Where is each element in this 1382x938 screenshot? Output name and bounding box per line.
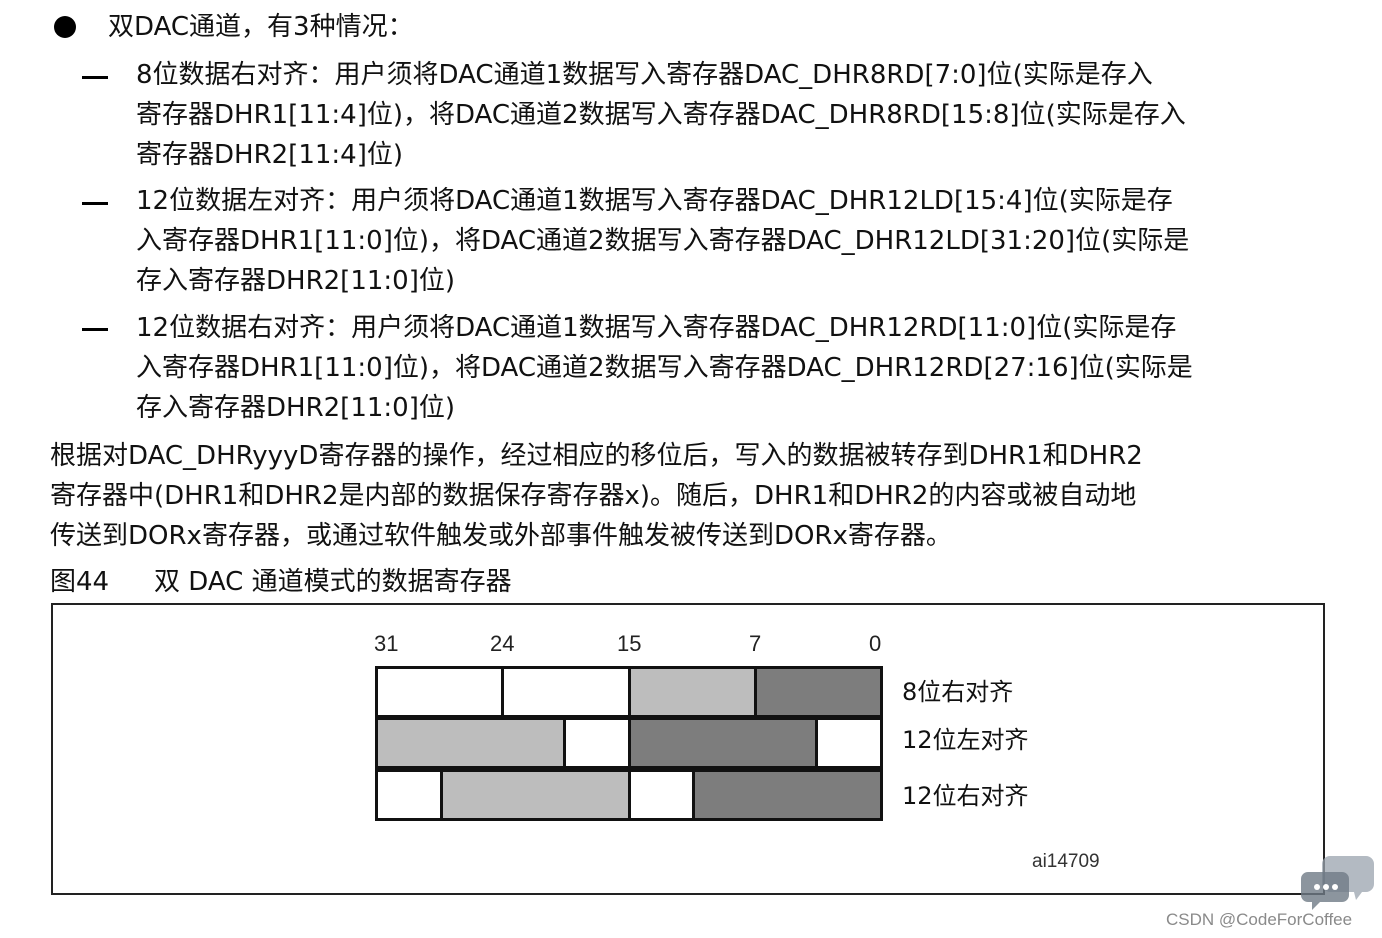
register-segment-dark xyxy=(756,669,880,715)
register-segment-white xyxy=(504,669,631,715)
paragraph-line: 根据对DAC_DHRyyyD寄存器的操作，经过相应的移位后，写入的数据被转存到D… xyxy=(50,441,1143,471)
paragraph-line: 传送到DORx寄存器，或通过软件触发或外部事件触发被传送到DORx寄存器。 xyxy=(50,521,952,551)
bit-label-0: 0 xyxy=(869,631,882,656)
list-item-12bit-left: 12位数据左对齐：用户须将DAC通道1数据写入寄存器DAC_DHR12LD[15… xyxy=(136,181,1336,301)
row-label-12bit-right: 12位右对齐 xyxy=(902,782,1029,810)
register-segment-light xyxy=(630,669,757,715)
register-segment-light xyxy=(442,772,631,818)
figure-caption: 图44 双 DAC 通道模式的数据寄存器 xyxy=(50,564,512,600)
bit-label-7: 7 xyxy=(749,631,762,656)
list-item-line: 12位数据左对齐：用户须将DAC通道1数据写入寄存器DAC_DHR12LD[15… xyxy=(136,186,1173,216)
bit-label-24: 24 xyxy=(490,631,515,656)
register-segment-dark xyxy=(695,772,880,818)
row-label-8bit-right: 8位右对齐 xyxy=(902,678,1014,706)
figure-id: ai14709 xyxy=(1032,851,1100,872)
row-label-12bit-left: 12位左对齐 xyxy=(902,726,1029,754)
register-row-12bit-right xyxy=(375,769,883,821)
bullet-dot-icon xyxy=(54,16,76,38)
list-item-12bit-right: 12位数据右对齐：用户须将DAC通道1数据写入寄存器DAC_DHR12RD[11… xyxy=(136,308,1336,428)
chat-bubble-icon xyxy=(1300,852,1376,916)
dash-bullet-icon xyxy=(82,76,108,79)
body-paragraph: 根据对DAC_DHRyyyD寄存器的操作，经过相应的移位后，写入的数据被转存到D… xyxy=(50,436,1340,556)
dash-bullet-icon xyxy=(82,202,108,205)
list-item-line: 12位数据右对齐：用户须将DAC通道1数据写入寄存器DAC_DHR12RD[11… xyxy=(136,313,1177,343)
watermark-text: CSDN @CodeForCoffee xyxy=(1166,910,1353,929)
list-item-line: 存入寄存器DHR2[11:0]位) xyxy=(136,266,455,296)
register-row-8bit-right xyxy=(375,666,883,718)
list-item-line: 8位数据右对齐：用户须将DAC通道1数据写入寄存器DAC_DHR8RD[7:0]… xyxy=(136,60,1153,90)
register-segment-dark xyxy=(630,720,819,766)
register-segment-light xyxy=(378,720,566,766)
bit-label-15: 15 xyxy=(617,631,642,656)
bit-label-31: 31 xyxy=(374,631,399,656)
dash-bullet-icon xyxy=(82,328,108,331)
register-segment-white xyxy=(565,720,631,766)
list-item-line: 入寄存器DHR1[11:0]位)，将DAC通道2数据写入寄存器DAC_DHR12… xyxy=(136,353,1193,383)
register-segment-white xyxy=(378,772,443,818)
list-item-line: 寄存器DHR2[11:4]位) xyxy=(136,140,403,170)
register-segment-white xyxy=(630,772,696,818)
list-item-line: 入寄存器DHR1[11:0]位)，将DAC通道2数据写入寄存器DAC_DHR12… xyxy=(136,226,1190,256)
register-row-12bit-left xyxy=(375,717,883,769)
paragraph-line: 寄存器中(DHR1和DHR2是内部的数据保存寄存器x)。随后，DHR1和DHR2… xyxy=(50,481,1137,511)
section-heading: 双DAC通道，有3种情况： xyxy=(108,12,414,42)
list-item-8bit-right: 8位数据右对齐：用户须将DAC通道1数据写入寄存器DAC_DHR8RD[7:0]… xyxy=(136,55,1336,175)
figure-number: 图44 xyxy=(50,567,110,597)
register-segment-white xyxy=(818,720,880,766)
figure-title: 双 DAC 通道模式的数据寄存器 xyxy=(154,567,512,597)
list-item-line: 寄存器DHR1[11:4]位)，将DAC通道2数据写入寄存器DAC_DHR8RD… xyxy=(136,100,1186,130)
list-item-line: 存入寄存器DHR2[11:0]位) xyxy=(136,393,455,423)
register-segment-white xyxy=(378,669,505,715)
figure-frame xyxy=(51,603,1325,895)
